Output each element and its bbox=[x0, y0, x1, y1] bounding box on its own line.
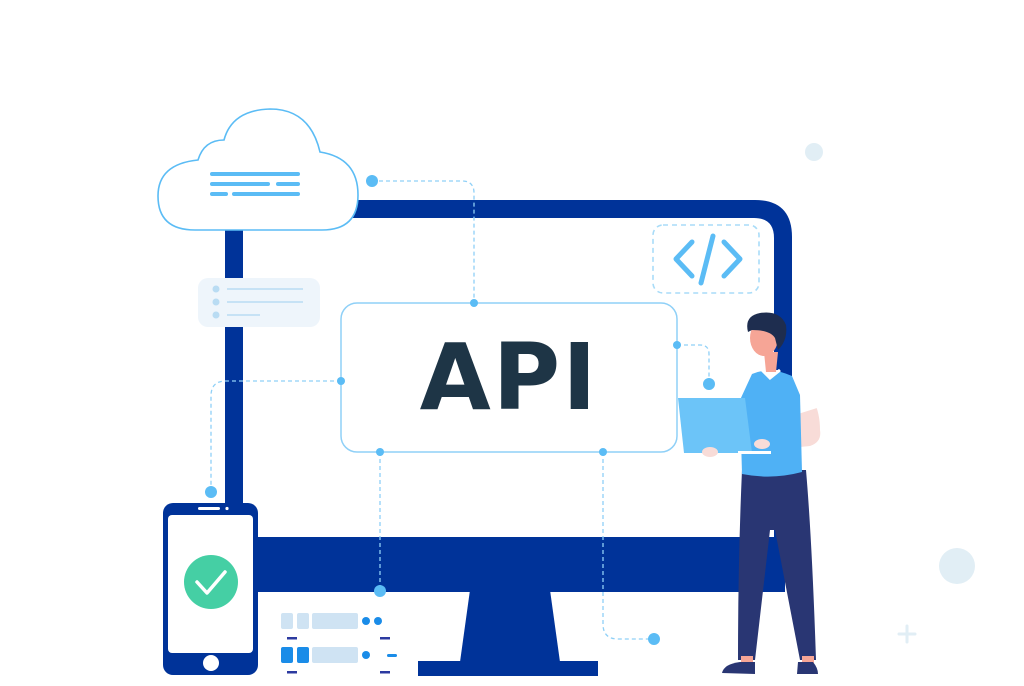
decorative-dots bbox=[805, 143, 975, 644]
connector-lines bbox=[210, 180, 710, 640]
laptop-icon bbox=[678, 398, 771, 454]
code-icon bbox=[652, 224, 760, 294]
list-card-icon bbox=[198, 278, 320, 327]
connector-dots bbox=[205, 175, 715, 645]
plus-icon bbox=[897, 624, 917, 644]
cloud-icon bbox=[157, 108, 359, 231]
check-icon bbox=[184, 555, 238, 609]
api-label: API bbox=[419, 323, 599, 431]
server-icon bbox=[281, 613, 397, 674]
monitor bbox=[225, 200, 792, 676]
developer-figure bbox=[678, 312, 821, 674]
phone-icon bbox=[163, 503, 258, 675]
